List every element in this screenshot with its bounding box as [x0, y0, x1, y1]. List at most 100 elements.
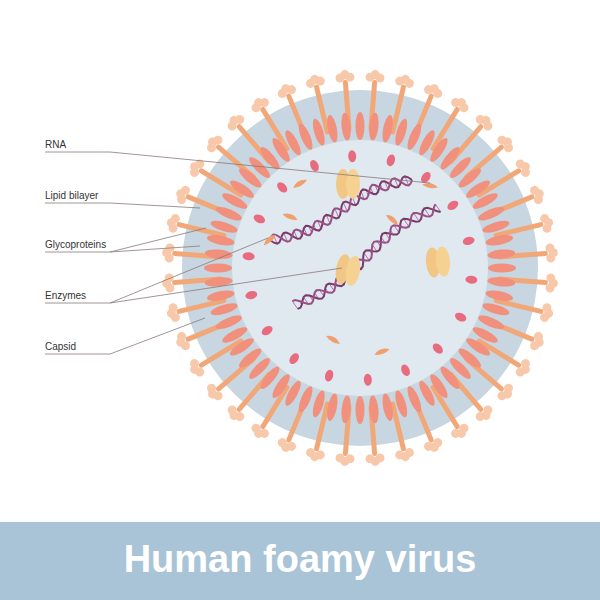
- glycoprotein-knob: [539, 212, 555, 233]
- glycoprotein-knob: [449, 422, 471, 442]
- capsid-protein: [446, 199, 460, 212]
- glycoprotein-knob: [173, 331, 191, 353]
- lipid-unit: [477, 204, 506, 223]
- rna-strand: [292, 204, 435, 304]
- glycoprotein-knob: [423, 81, 445, 99]
- leader-lines: [45, 152, 430, 354]
- part-label: Enzymes: [45, 290, 86, 302]
- enzyme: [336, 169, 360, 199]
- knob-lobe: [543, 217, 554, 228]
- capsid-protein: [399, 363, 411, 377]
- knob-lobe: [455, 96, 467, 108]
- rna-base-pair: [335, 209, 339, 218]
- enzyme: [334, 253, 363, 287]
- lipid-unit: [340, 112, 352, 141]
- knob-lobe: [252, 427, 264, 439]
- lipid-unit: [487, 276, 516, 288]
- glycoprotein-knob: [545, 273, 558, 293]
- glycoprotein-knob: [165, 212, 181, 233]
- knob-lobe: [501, 388, 514, 401]
- knob-lobe: [280, 83, 292, 95]
- glycoprotein-knob: [248, 94, 270, 114]
- part-label: Lipid bilayer: [45, 190, 98, 202]
- knob-lobe: [340, 70, 350, 80]
- capsid-protein: [462, 236, 476, 247]
- glycoprotein-knob: [365, 69, 385, 82]
- knob-lobe: [519, 160, 531, 172]
- capsid-protein: [385, 153, 396, 167]
- lipid-unit: [405, 385, 424, 414]
- capsid-protein: [287, 351, 301, 365]
- enzyme-lobe: [435, 246, 452, 277]
- capsid-protein: [242, 252, 255, 261]
- capsid-protein: [245, 290, 259, 301]
- knob-lobe: [455, 427, 467, 439]
- title-text: Human foamy virus: [0, 533, 600, 585]
- lipid-unit: [368, 395, 380, 424]
- knob-lobe: [252, 96, 264, 108]
- glycoprotein-knob: [335, 69, 355, 82]
- small-enzyme: [292, 177, 308, 189]
- glycoprotein-knob: [423, 437, 445, 455]
- small-enzyme: [325, 333, 341, 345]
- knob-lobe: [533, 336, 545, 348]
- glycoprotein-knob: [545, 243, 558, 263]
- glycoprotein-knob: [304, 73, 325, 89]
- capsid-protein: [363, 373, 372, 386]
- envelope-disc: [182, 90, 538, 446]
- glycoprotein-knob: [496, 382, 517, 404]
- capsid-protein: [348, 150, 357, 163]
- knob-lobe: [162, 248, 172, 258]
- knob-lobe: [309, 74, 320, 85]
- lipid-unit: [209, 218, 238, 235]
- glycoprotein-knob: [514, 156, 534, 178]
- leader-line: [45, 318, 205, 354]
- enzyme: [425, 246, 452, 278]
- knob-lobe: [519, 363, 531, 375]
- lipid-unit: [481, 218, 510, 235]
- rna-base-pair: [343, 202, 347, 211]
- knob-lobe: [549, 248, 559, 258]
- lipid-unit: [310, 117, 327, 146]
- small-enzyme: [373, 346, 390, 356]
- rna-base-pair: [292, 301, 297, 309]
- knob-lobe: [228, 114, 241, 127]
- glycoprotein-knob: [496, 132, 517, 154]
- enzyme-lobe: [343, 255, 362, 287]
- knob-lobe: [501, 136, 514, 149]
- small-enzyme: [385, 213, 400, 227]
- knob-lobe: [280, 441, 292, 453]
- core-disc: [232, 140, 488, 396]
- leader-line: [45, 228, 206, 252]
- part-label: Glycoproteins: [45, 239, 106, 251]
- knob-lobe: [309, 451, 320, 462]
- knob-lobe: [340, 457, 350, 467]
- knob-lobe: [188, 363, 200, 375]
- lipid-unit: [214, 313, 243, 332]
- glycoprotein-knob: [173, 183, 191, 205]
- knob-lobe: [370, 457, 380, 467]
- leader-line: [45, 238, 268, 303]
- glycoprotein-knob: [449, 94, 471, 114]
- knob-lobe: [228, 409, 241, 422]
- glycoprotein-knob: [474, 404, 496, 425]
- glycoprotein-knob: [161, 243, 174, 263]
- capsid-protein: [465, 275, 478, 284]
- knob-lobe: [370, 70, 380, 80]
- glycoprotein-knob: [186, 357, 206, 379]
- capsid-protein: [454, 311, 468, 323]
- lipid-unit: [209, 301, 238, 318]
- glycoprotein-knob: [394, 73, 415, 89]
- capsid-protein: [252, 213, 266, 225]
- leader-line: [110, 246, 200, 252]
- knob-lobe: [428, 441, 440, 453]
- lipid-unit: [204, 276, 233, 288]
- leader-line: [110, 268, 342, 303]
- knob-lobe: [166, 217, 177, 228]
- lipid-unit: [356, 112, 365, 140]
- knob-lobe: [533, 188, 545, 200]
- knob-lobe: [400, 74, 411, 85]
- capsid-protein: [275, 180, 289, 194]
- capsid-protein: [431, 341, 445, 355]
